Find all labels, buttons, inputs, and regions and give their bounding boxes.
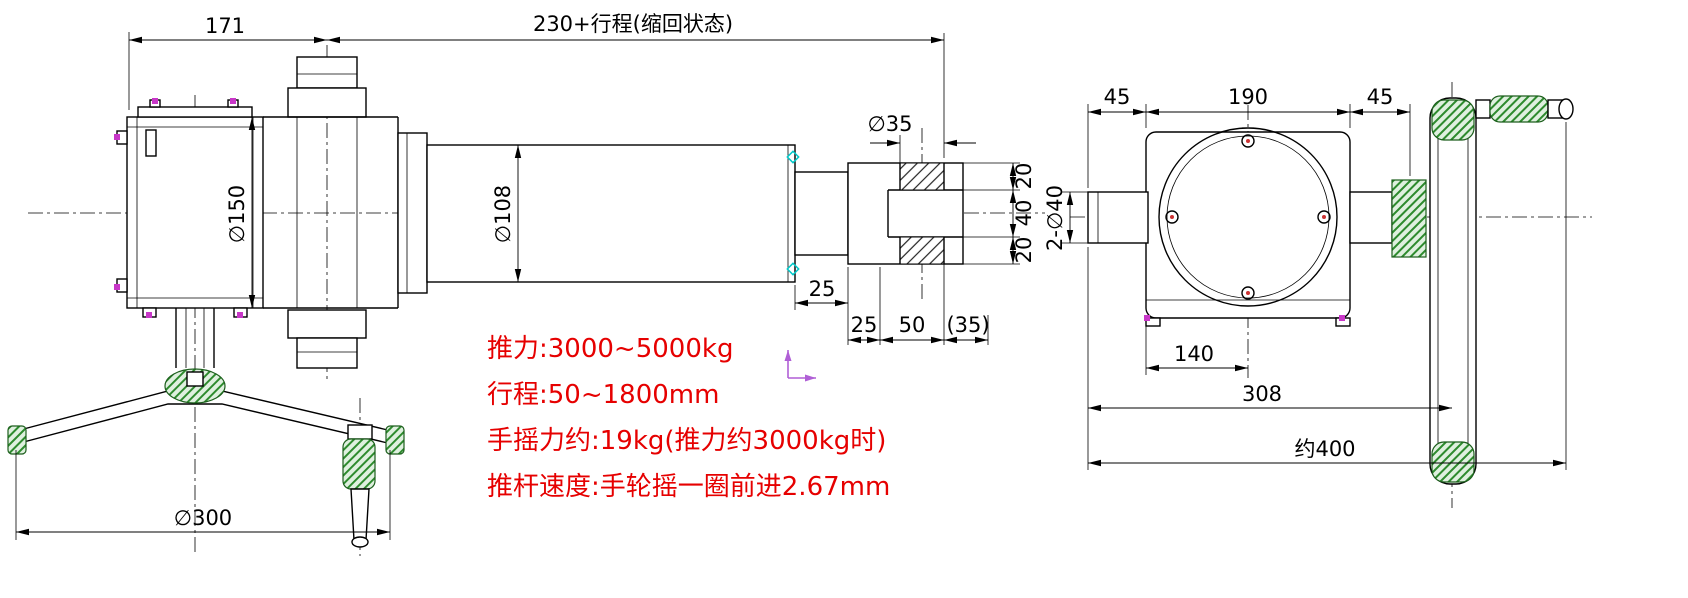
- side-view-dimensions: 171 230+行程(缩回状态) ∅150 ∅108 ∅35 20: [15, 12, 1036, 540]
- dim-d150-label: ∅150: [225, 185, 249, 243]
- ucs-axis-icon: [784, 350, 816, 382]
- dim-25-label: 25: [851, 313, 878, 337]
- clevis-rod-end: [794, 162, 964, 265]
- dim-400-label: 约400: [1294, 437, 1355, 461]
- dim-45-left-label: 45: [1104, 85, 1131, 109]
- crank-handle-side: [342, 424, 376, 548]
- note-rod-speed: 推杆速度:手轮摇一圈前进2.67mm: [487, 472, 890, 502]
- dim-50-label: 50: [899, 313, 926, 337]
- end-view: 45 190 45 2-∅40 140 308 约400: [1043, 82, 1592, 508]
- dim-45-right-label: 45: [1367, 85, 1394, 109]
- dim-20-top-label: 20: [1012, 163, 1036, 190]
- end-view-body: [1087, 127, 1393, 327]
- note-stroke: 行程:50~1800mm: [487, 380, 719, 410]
- dim-2xd40-label: 2-∅40: [1043, 185, 1067, 251]
- bottom-trunnion: [287, 309, 367, 369]
- dim-25-step-label: 25: [809, 277, 836, 301]
- dim-308-label: 308: [1242, 382, 1282, 406]
- spec-notes: 推力:3000~5000kg 行程:50~1800mm 手摇力约:19kg(推力…: [487, 334, 890, 502]
- dim-190-label: 190: [1228, 85, 1268, 109]
- handwheel-end: [1391, 97, 1477, 485]
- dim-140-label: 140: [1174, 342, 1214, 366]
- gearbox-housing: [116, 99, 264, 318]
- cad-grip-markers: [114, 98, 800, 318]
- dim-d35-label: ∅35: [867, 112, 912, 136]
- actuator-tube: [426, 144, 796, 283]
- side-view: 171 230+行程(缩回状态) ∅150 ∅108 ∅35 20: [7, 12, 1045, 556]
- flange-bolts: [1165, 134, 1331, 300]
- end-view-grip-markers: [1144, 315, 1345, 321]
- dim-40-label: 40: [1012, 200, 1036, 227]
- dim-35-ref-label: (35): [946, 313, 989, 337]
- actuator-body: [263, 116, 428, 309]
- handwheel-side: [7, 308, 405, 455]
- dim-171-label: 171: [205, 14, 245, 38]
- note-hand-force: 手摇力约:19kg(推力约3000kg时): [487, 426, 886, 456]
- dim-d300-label: ∅300: [174, 506, 232, 530]
- dim-20-bottom-label: 20: [1012, 237, 1036, 264]
- note-thrust: 推力:3000~5000kg: [487, 334, 733, 364]
- top-trunnion: [287, 56, 367, 118]
- crank-handle-end: [1475, 95, 1574, 123]
- end-view-dimensions: 45 190 45 2-∅40 140 308 约400: [1043, 85, 1567, 470]
- dim-230-stroke-label: 230+行程(缩回状态): [533, 12, 733, 36]
- dim-d108-label: ∅108: [491, 185, 515, 243]
